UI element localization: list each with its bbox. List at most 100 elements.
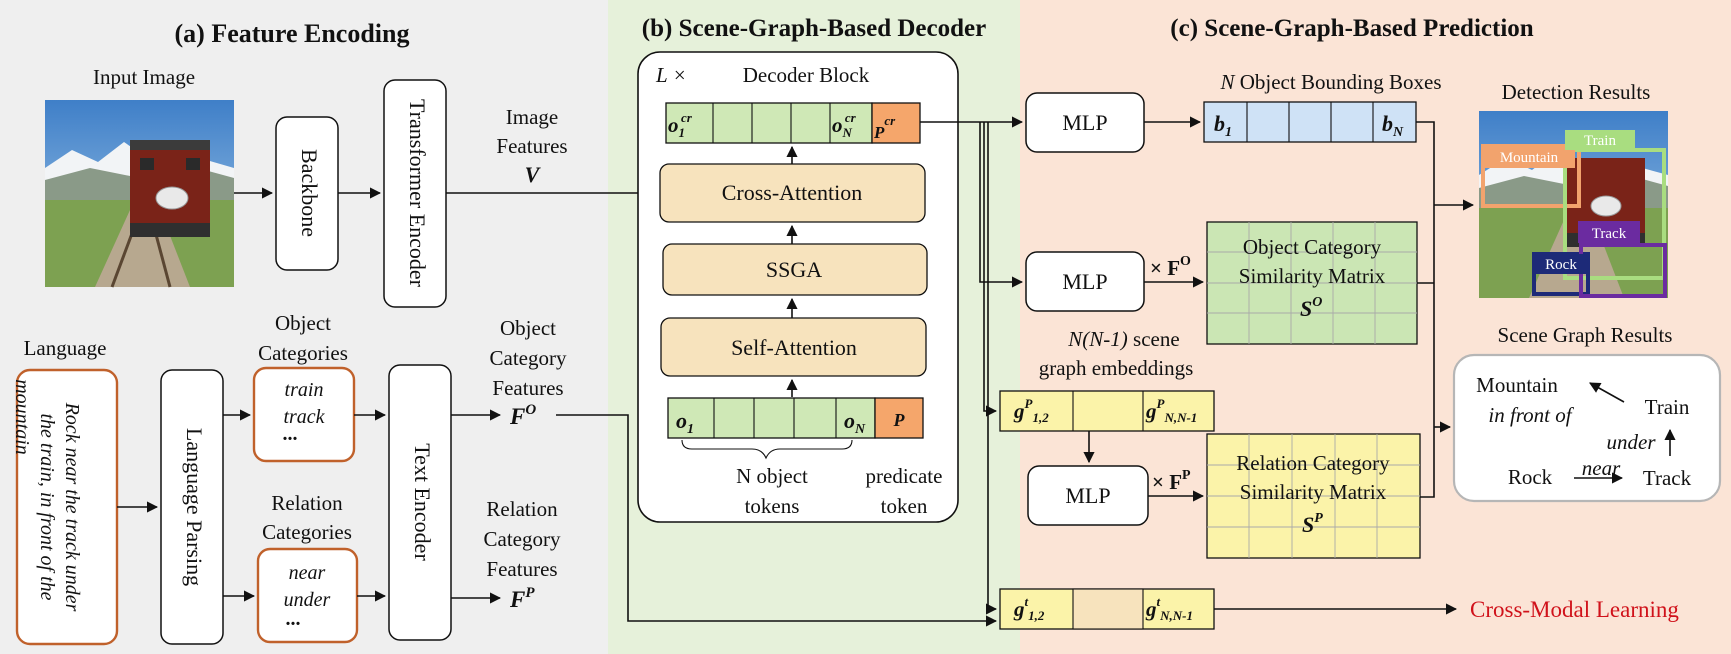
object-features-label-3: Features bbox=[492, 376, 563, 400]
relation-features-label-3: Features bbox=[486, 557, 557, 581]
self-attention-box bbox=[660, 317, 927, 377]
svg-text:the train, in front of the: the train, in front of the bbox=[36, 413, 58, 600]
cross-attention-label: Cross-Attention bbox=[722, 180, 863, 205]
decoder-repeat: L × bbox=[655, 63, 687, 87]
object-tokens-brace bbox=[681, 439, 853, 460]
relation-category-item: under bbox=[284, 589, 331, 611]
section-title-b: (b) Scene-Graph-Based Decoder bbox=[642, 15, 986, 42]
image-features-label-2: Features bbox=[496, 134, 567, 158]
scene-graph-embeddings-label-1: N(N-1) scene bbox=[1067, 327, 1179, 351]
text-encoder-box bbox=[388, 364, 452, 641]
sg-edge-near: near bbox=[1582, 456, 1621, 480]
gp-1-2: gP1,2 bbox=[1013, 396, 1049, 425]
sg-node-mountain: Mountain bbox=[1476, 373, 1558, 397]
det-label-track: Track bbox=[1592, 226, 1627, 242]
det-label-train: Train bbox=[1584, 133, 1616, 149]
bbox-bn: bN bbox=[1382, 111, 1404, 140]
language-text: Rock near the track under the train, in … bbox=[11, 379, 83, 611]
input-image-label: Input Image bbox=[93, 65, 195, 89]
times-fo: × FO bbox=[1150, 254, 1191, 280]
scene-graph-results-title: Scene Graph Results bbox=[1498, 323, 1673, 347]
token-p-cr: Pcr bbox=[873, 113, 896, 142]
sg-node-rock: Rock bbox=[1508, 465, 1553, 489]
image-features-symbol: V bbox=[525, 162, 542, 187]
object-similarity-matrix bbox=[1206, 221, 1418, 345]
predicate-token-label-2: token bbox=[881, 494, 928, 518]
object-features-to-gt-arrow bbox=[556, 414, 998, 627]
text-encoder-label: Text Encoder bbox=[410, 443, 435, 561]
language-parsing-label: Language Parsing bbox=[182, 428, 207, 586]
object-tokens-label-2: tokens bbox=[745, 494, 800, 518]
self-attention-label: Self-Attention bbox=[731, 335, 857, 360]
object-category-item: train bbox=[285, 379, 324, 401]
object-category-item: track bbox=[283, 406, 325, 428]
language-parsing-box bbox=[160, 369, 224, 645]
relation-similarity-matrix bbox=[1206, 433, 1421, 559]
cross-modal-learning-label: Cross-Modal Learning bbox=[1470, 597, 1679, 622]
mlp-bbox-label: MLP bbox=[1062, 110, 1107, 135]
relation-category-item: near bbox=[289, 562, 326, 584]
relation-categories-label-2: Categories bbox=[262, 520, 352, 544]
sg-edge-under: under bbox=[1607, 430, 1657, 454]
relation-category-item: ... bbox=[286, 608, 301, 630]
svg-text:Rock near the track under: Rock near the track under bbox=[61, 402, 83, 612]
relation-features-symbol: FP bbox=[509, 585, 535, 612]
token-o1: o1 bbox=[676, 408, 694, 437]
mlp-object-label: MLP bbox=[1062, 269, 1107, 294]
sg-node-track: Track bbox=[1643, 466, 1692, 490]
gp-embeddings bbox=[999, 390, 1215, 432]
relation-matrix-symbol: SP bbox=[1302, 511, 1323, 537]
input-image bbox=[45, 100, 234, 288]
object-categories-label-2: Categories bbox=[258, 341, 348, 365]
gt-embeddings bbox=[999, 588, 1215, 630]
bbox-tokens bbox=[1203, 101, 1417, 143]
object-categories-label-1: Object bbox=[275, 311, 331, 335]
object-features-label-1: Object bbox=[500, 316, 556, 340]
gt-n-n1: gtN,N-1 bbox=[1145, 594, 1193, 623]
bbox-b1: b1 bbox=[1214, 111, 1232, 140]
object-features-label-2: Category bbox=[490, 346, 567, 370]
svg-text:mountain: mountain bbox=[11, 379, 33, 455]
section-title-a: (a) Feature Encoding bbox=[175, 19, 410, 48]
object-matrix-label-1: Object Category bbox=[1243, 235, 1382, 259]
relation-categories-label-1: Relation bbox=[271, 491, 343, 515]
decoder-output-tokens bbox=[665, 102, 921, 144]
token-on-cr: oNcr bbox=[832, 110, 857, 140]
detection-results-image bbox=[1479, 111, 1668, 298]
decoder-block-title: Decoder Block bbox=[743, 63, 870, 87]
scene-graph-embeddings-label-2: graph embeddings bbox=[1039, 356, 1194, 380]
object-tokens-label-1: N object bbox=[736, 464, 808, 488]
backbone-label: Backbone bbox=[297, 149, 322, 237]
section-title-c: (c) Scene-Graph-Based Prediction bbox=[1170, 15, 1533, 42]
relation-matrix-label-2: Similarity Matrix bbox=[1240, 480, 1387, 504]
language-label: Language bbox=[24, 336, 107, 360]
bbox-title: N Object Bounding Boxes bbox=[1219, 70, 1441, 94]
mlp-relation-label: MLP bbox=[1065, 483, 1110, 508]
ssga-box bbox=[662, 243, 928, 296]
det-label-rock: Rock bbox=[1545, 257, 1577, 273]
det-label-mountain: Mountain bbox=[1500, 150, 1559, 166]
predicate-token-label-1: predicate bbox=[866, 464, 943, 488]
relation-matrix-label-1: Relation Category bbox=[1236, 451, 1390, 475]
object-category-item: ... bbox=[283, 423, 298, 445]
scene-graph-results-box bbox=[1452, 353, 1722, 503]
transformer-encoder-label: Transformer Encoder bbox=[405, 99, 430, 288]
decoder-input-tokens bbox=[667, 397, 924, 439]
times-fp: × FP bbox=[1152, 468, 1191, 494]
detection-results-title: Detection Results bbox=[1502, 80, 1651, 104]
sg-edge-in-front-of: in front of bbox=[1488, 403, 1574, 427]
gt-1-2: gt1,2 bbox=[1013, 594, 1045, 623]
gp-n-n1: gPN,N-1 bbox=[1145, 396, 1197, 425]
image-features-label-1: Image bbox=[506, 105, 558, 129]
token-o1-cr: o1cr bbox=[668, 110, 693, 140]
object-matrix-label-2: Similarity Matrix bbox=[1239, 264, 1386, 288]
object-matrix-symbol: SO bbox=[1300, 295, 1322, 321]
token-p: P bbox=[893, 410, 906, 430]
ssga-label: SSGA bbox=[766, 257, 822, 282]
object-features-symbol: FO bbox=[509, 402, 536, 429]
token-on: oN bbox=[844, 408, 866, 437]
sg-node-train: Train bbox=[1645, 395, 1690, 419]
relation-features-label-1: Relation bbox=[486, 497, 558, 521]
relation-features-label-2: Category bbox=[484, 527, 561, 551]
